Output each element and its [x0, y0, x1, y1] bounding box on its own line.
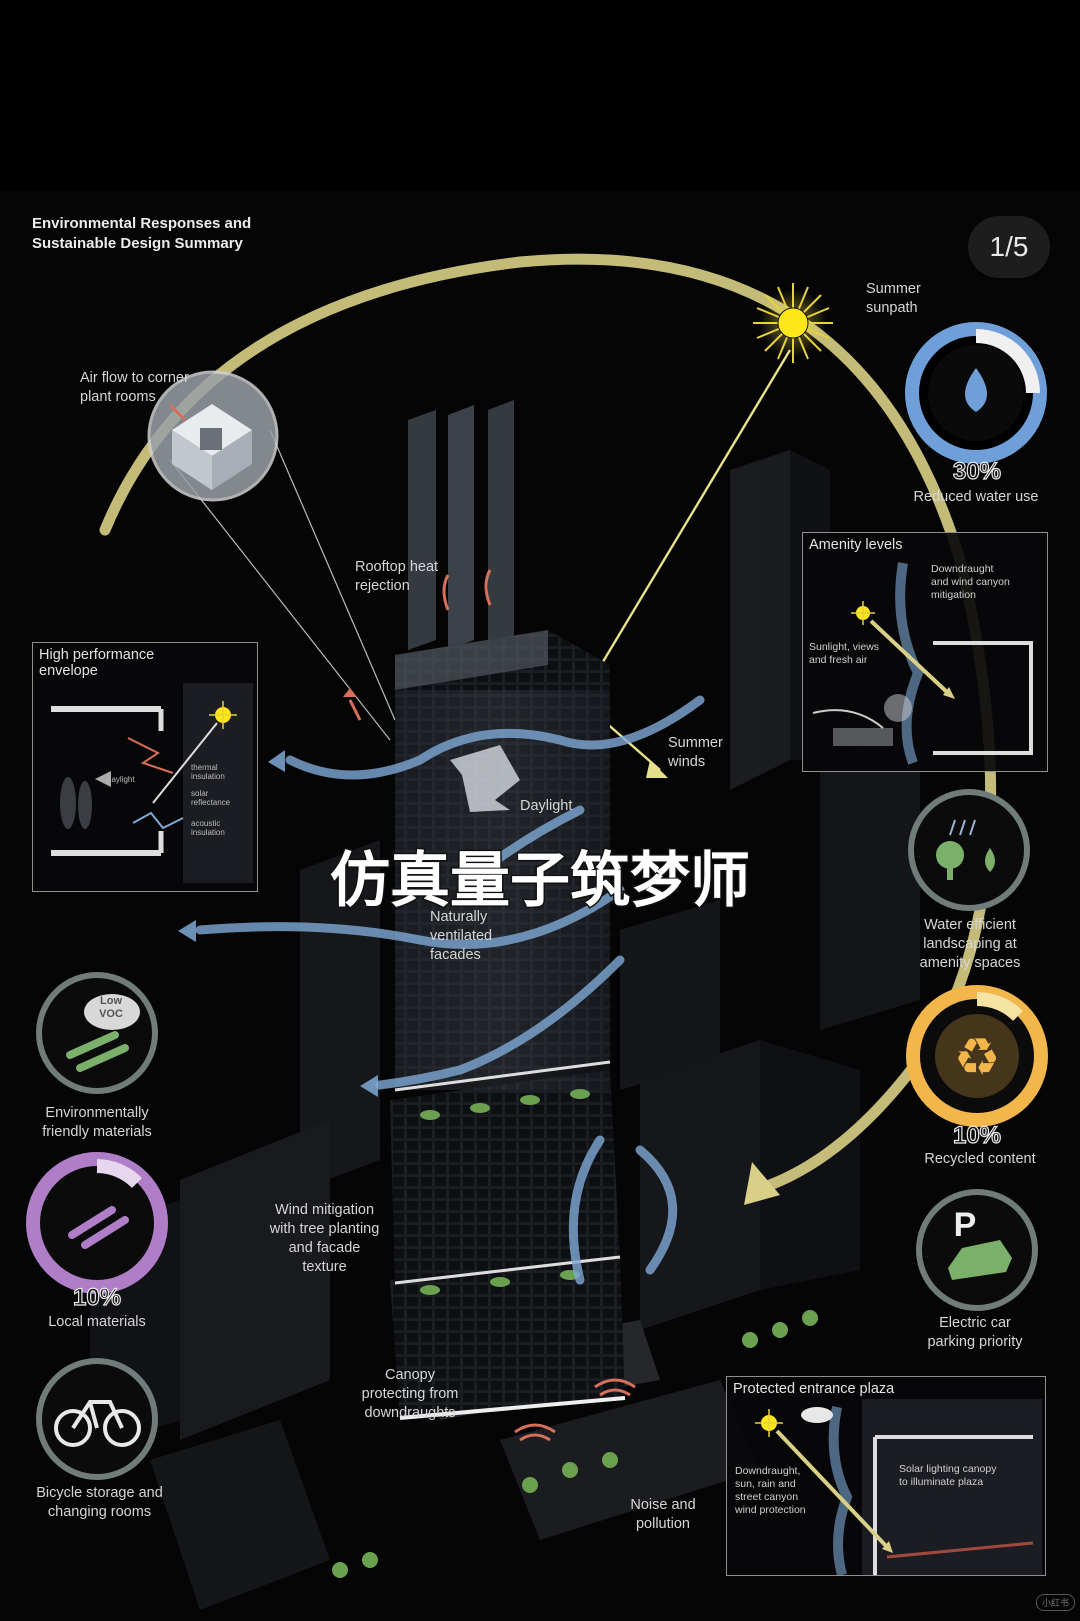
recycled-percentage: 10% [952, 1121, 1002, 1149]
sun-icon [753, 283, 833, 363]
panel-amenity-title: Amenity levels [809, 537, 903, 553]
air-flow-magnifier [147, 370, 279, 502]
amenity-sketch [812, 562, 1033, 765]
svg-text:P: P [954, 1206, 977, 1244]
title-line-2: Sustainable Design Summary [32, 235, 243, 252]
entrance-sketch [755, 1399, 1042, 1575]
wind-arrows [195, 695, 705, 1285]
diagram-title: Environmental Responses and Sustainable … [32, 214, 302, 254]
water-percentage: 30% [952, 457, 1002, 485]
envelope-daylight-label: daylight [107, 775, 135, 784]
bottom-tag: 小红书 [1036, 1594, 1076, 1611]
title-line-1: Environmental Responses and [32, 215, 252, 232]
top-black-band [0, 0, 1080, 190]
panel-entrance-title: Protected entrance plaza [733, 1381, 895, 1397]
water-label: Reduced water use [913, 489, 1039, 505]
feature-circles: ♻ P [26, 322, 1048, 1480]
page-indicator-button[interactable]: 1/5 [968, 216, 1050, 278]
envelope-sketch [51, 683, 253, 883]
watermark-text: 仿真量子筑梦师 [329, 845, 752, 918]
local-label: Local materials [48, 1314, 146, 1330]
panel-entrance: Protected entrance plaza Downdraught,sun… [726, 1376, 1046, 1576]
local-percentage: 10% [72, 1283, 122, 1311]
svg-text:♻: ♻ [954, 1029, 1001, 1087]
recycled-label: Recycled content [924, 1151, 1036, 1167]
label-daylight: Daylight [520, 798, 573, 814]
